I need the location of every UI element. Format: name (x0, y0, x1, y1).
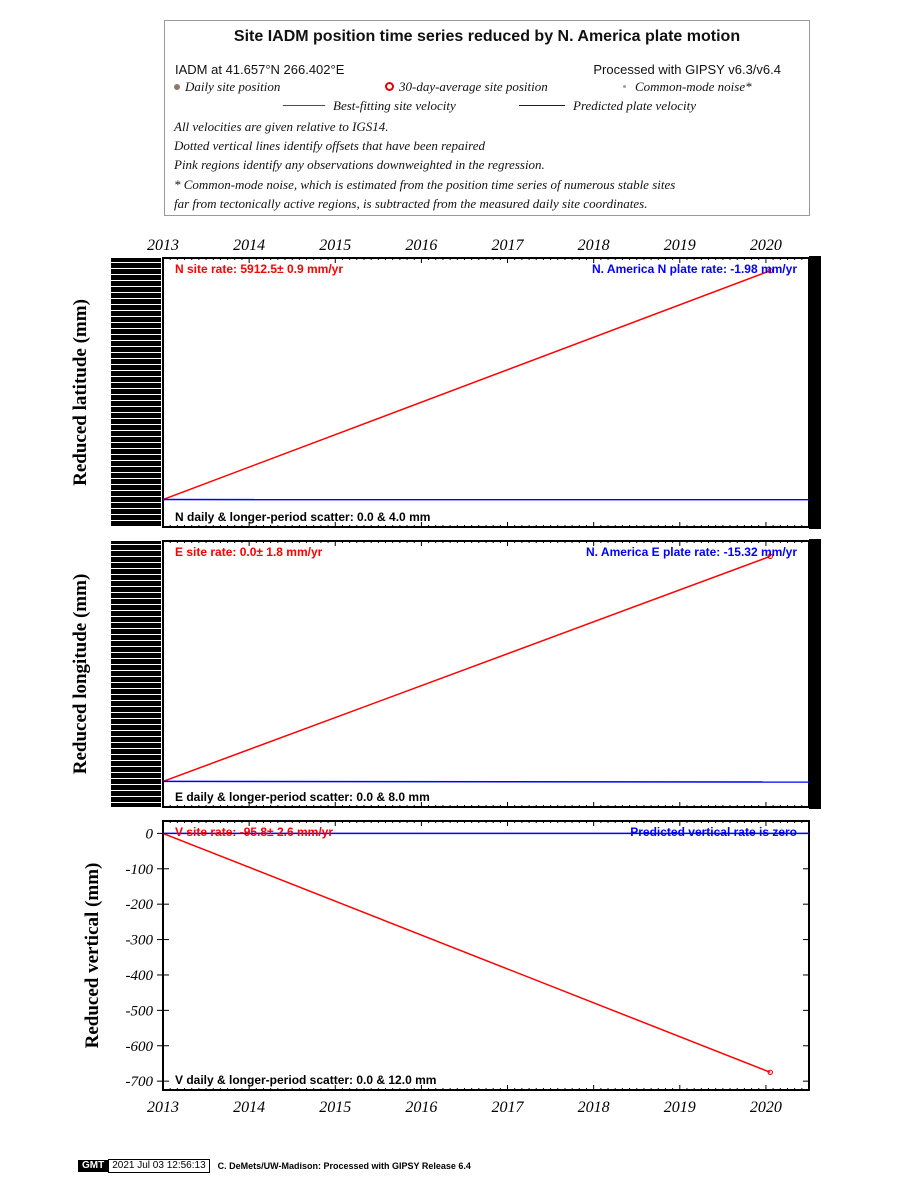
plate-rate-label: Predicted vertical rate is zero (630, 825, 797, 839)
avg-position-symbol (385, 82, 394, 91)
y-tick-label: 0 (146, 826, 154, 842)
note-common-mode-1: * Common-mode noise, which is estimated … (174, 177, 676, 192)
x-tick-label-bottom: 2014 (233, 1099, 265, 1116)
y-tick-label: -700 (126, 1074, 154, 1090)
x-tick-label-bottom: 2016 (405, 1099, 437, 1116)
site-rate-label: N site rate: 5912.5± 0.9 mm/yr (175, 262, 343, 276)
best-fit-line-symbol (283, 105, 325, 106)
avg-position-point (767, 268, 773, 274)
scatter-label: E daily & longer-period scatter: 0.0 & 8… (175, 790, 430, 804)
best-fit-label: Best-fitting site velocity (333, 98, 456, 113)
scatter-label: V daily & longer-period scatter: 0.0 & 1… (175, 1073, 436, 1087)
credit-line: C. DeMets/UW-Madison: Processed with GIP… (217, 1161, 471, 1171)
panel-vertical (157, 820, 810, 1091)
plate-velocity-label: Predicted plate velocity (573, 98, 696, 113)
timestamp: 2021 Jul 03 12:56:13 (108, 1159, 210, 1173)
avg-position-point (767, 553, 773, 560)
y-tick-label: -400 (126, 968, 154, 984)
panel-east (111, 539, 821, 809)
site-location: IADM at 41.657°N 266.402°E (175, 62, 345, 77)
gmt-logo: GMT (78, 1160, 109, 1172)
plate-velocity-line (162, 780, 810, 783)
avg-position-label: 30-day-average site position (399, 79, 548, 94)
avg-position-point (767, 1069, 773, 1076)
common-mode-label: Common-mode noise* (635, 79, 752, 94)
y-tick-label: -100 (126, 862, 154, 878)
y-tick-label: -500 (126, 1003, 154, 1019)
x-tick-label-top: 2013 (147, 237, 179, 254)
plate-line-symbol (519, 105, 565, 106)
site-rate-label: E site rate: 0.0± 1.8 mm/yr (175, 545, 323, 559)
x-tick-label-top: 2014 (233, 237, 265, 254)
y-axis-title: Reduced latitude (mm) (70, 299, 91, 486)
x-tick-label-top: 2015 (319, 237, 351, 254)
x-tick-label-bottom: 2018 (578, 1099, 610, 1116)
y-tick-label: -300 (126, 933, 154, 949)
plate-rate-label: N. America E plate rate: -15.32 mm/yr (586, 545, 797, 559)
x-tick-label-bottom: 2019 (664, 1099, 696, 1116)
chart-title: Site IADM position time series reduced b… (233, 28, 741, 45)
x-tick-label-top: 2018 (578, 237, 610, 254)
y-axis-title: Reduced vertical (mm) (82, 863, 103, 1049)
panel-north (111, 256, 821, 529)
x-tick-label-bottom: 2015 (319, 1099, 351, 1116)
daily-position-label: Daily site position (185, 79, 281, 94)
left-tick-band-north (111, 258, 161, 527)
panel-frame-east (162, 540, 810, 808)
x-tick-label-bottom: 2017 (492, 1099, 525, 1116)
site-velocity-line (162, 832, 771, 1074)
x-tick-label-top: 2020 (750, 237, 782, 254)
common-mode-symbol (623, 85, 626, 88)
note-common-mode-2: far from tectonically active regions, is… (174, 196, 648, 211)
plate-rate-label: N. America N plate rate: -1.98 mm/yr (592, 262, 797, 276)
left-tick-band-east (111, 541, 161, 807)
site-velocity-line (162, 270, 771, 501)
note-reference-frame: All velocities are given relative to IGS… (174, 119, 389, 134)
processing-note: Processed with GIPSY v6.3/v6.4 (593, 62, 781, 77)
x-tick-label-top: 2019 (664, 237, 696, 254)
footer: GMT 2021 Jul 03 12:56:13 C. DeMets/UW-Ma… (78, 1159, 471, 1173)
y-axis-title: Reduced longitude (mm) (70, 574, 91, 775)
site-velocity-line (162, 555, 771, 783)
right-tick-band-east (809, 539, 821, 809)
x-tick-label-bottom: 2013 (147, 1099, 179, 1116)
y-tick-label: -200 (126, 897, 154, 913)
scatter-label: N daily & longer-period scatter: 0.0 & 4… (175, 510, 430, 524)
daily-position-symbol (174, 84, 180, 90)
x-tick-label-top: 2017 (492, 237, 525, 254)
x-tick-label-bottom: 2020 (750, 1099, 782, 1116)
note-downweighted: Pink regions identify any observations d… (174, 157, 545, 172)
panel-frame-north (162, 257, 810, 528)
y-tick-label: -600 (126, 1039, 154, 1055)
right-tick-band-north (809, 256, 821, 529)
x-tick-label-top: 2016 (405, 237, 437, 254)
site-rate-label: V site rate: -95.8± 2.6 mm/yr (175, 825, 333, 839)
legend-box: Site IADM position time series reduced b… (164, 20, 810, 216)
note-offsets: Dotted vertical lines identify offsets t… (174, 138, 485, 153)
